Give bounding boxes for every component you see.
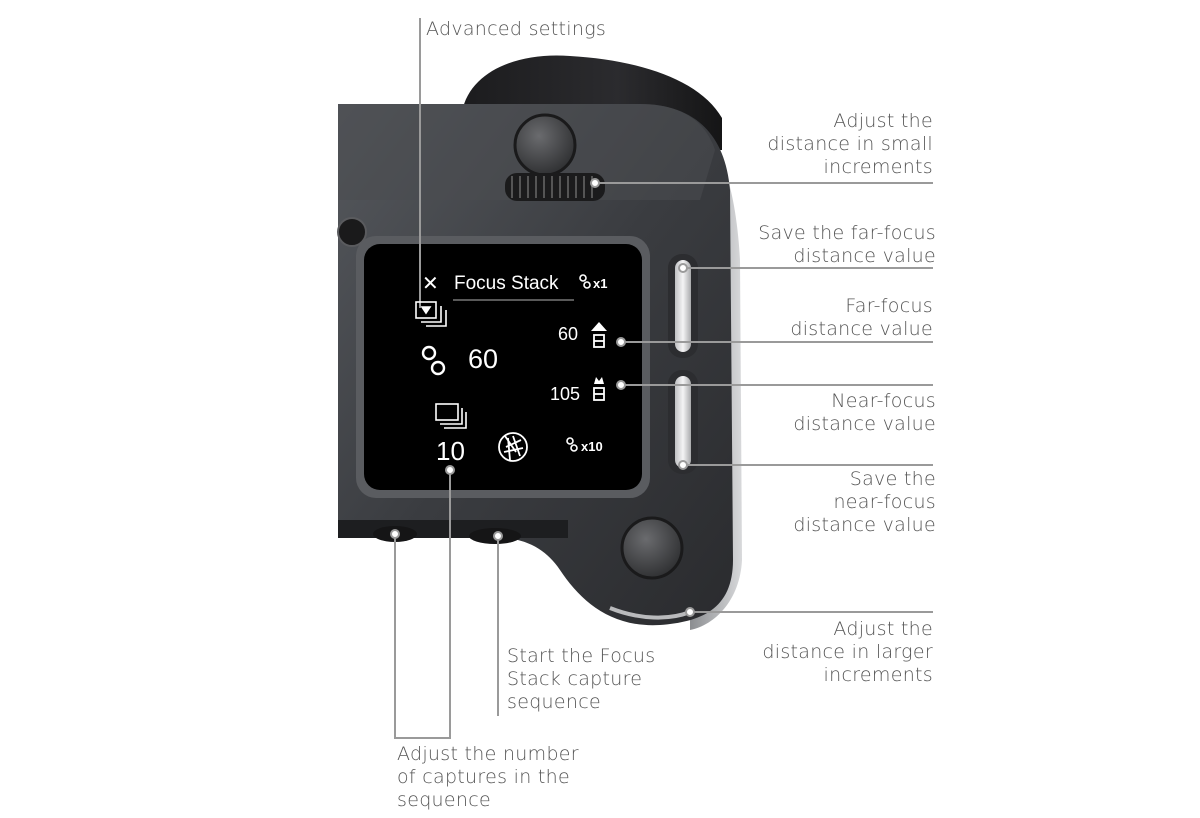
aperture-icon [498,432,528,462]
captures-icon [435,403,467,429]
screen [364,244,642,490]
close-icon: ✕ [422,273,439,295]
near-focus-icon [593,377,605,401]
save-far-button[interactable] [668,254,698,358]
advanced-settings-icon [415,301,447,327]
lower-strip [338,520,568,538]
bottom-right-button[interactable] [620,516,684,580]
step-gear-icon [421,345,446,376]
top-button[interactable] [513,113,577,177]
captures-value: 10 [436,436,465,466]
callout-lines [394,18,933,739]
label-small-increments: Adjust the distance in small increments [767,110,933,178]
step-value: 60 [468,344,498,374]
screen-title: Focus Stack [454,273,559,294]
far-value: 60 [558,324,578,344]
label-near-value: Near-focus distance value [793,390,936,435]
near-value: 105 [550,384,580,404]
label-far-value: Far-focus distance value [790,295,933,340]
far-focus-icon [591,322,607,348]
step-top-icon [579,274,591,289]
step-bottom-label: x10 [581,439,603,454]
lcd-content: ✕ Focus Stack x1 60 60 105 [415,273,607,466]
step-bottom-icon [566,437,578,452]
fine-focus-wheel[interactable] [505,173,605,201]
label-advanced-settings: Advanced settings [426,18,607,40]
label-larger-increments: Adjust the distance in larger increments [762,618,933,686]
save-near-button[interactable] [668,370,698,474]
coarse-focus-dial [609,606,691,620]
label-num-captures: Adjust the number of captures in the seq… [397,743,579,811]
label-save-far: Save the far-focus distance value [758,222,936,267]
side-button[interactable] [337,217,367,247]
step-top-label: x1 [593,276,607,291]
label-start-sequence: Start the Focus Stack capture sequence [507,645,656,713]
label-save-near: Save the near-focus distance value [793,468,936,536]
